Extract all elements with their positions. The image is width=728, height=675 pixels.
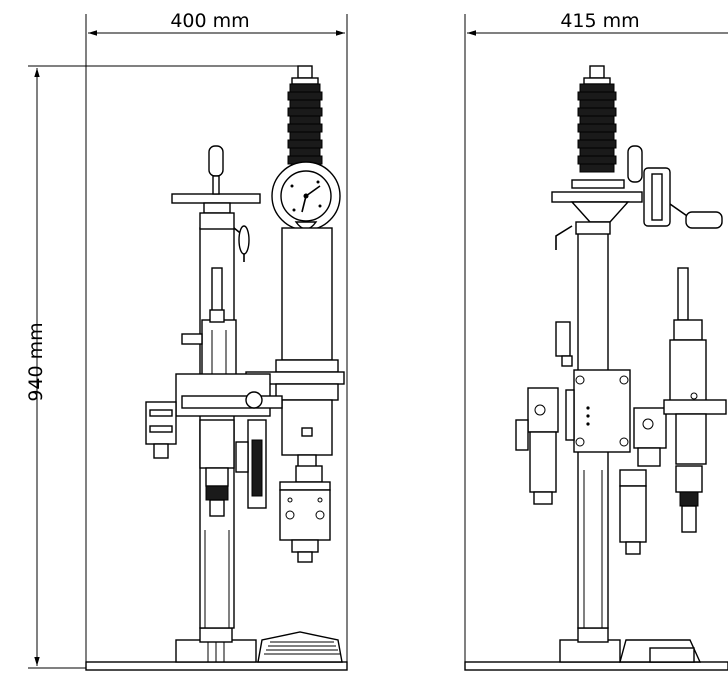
side-width-dimension: 415 mm <box>464 10 728 668</box>
front-air-motor <box>199 419 235 469</box>
side-bellows <box>577 65 617 173</box>
side-valve-block <box>573 369 631 453</box>
front-base-plate <box>85 661 348 671</box>
side-tool-head <box>619 485 647 543</box>
side-crank-knob <box>627 145 643 183</box>
front-cylinder <box>281 227 333 361</box>
side-crank-handle <box>685 211 723 229</box>
front-hand-knob <box>208 145 224 177</box>
side-base-plate <box>464 661 728 671</box>
front-width-dimension: 400 mm <box>85 10 348 668</box>
front-view <box>85 65 348 671</box>
front-handwheel <box>171 193 261 204</box>
side-width-label: 415 mm <box>560 10 639 32</box>
foot-pedal <box>257 631 343 663</box>
front-tool-head <box>279 489 331 541</box>
height-dimension: 940 mm <box>25 65 300 669</box>
front-filter-regulator <box>145 401 177 445</box>
side-handwheel <box>551 191 643 203</box>
front-width-label: 400 mm <box>170 10 249 32</box>
side-filter-regulator <box>527 387 559 433</box>
side-view <box>464 65 728 671</box>
height-label: 940 mm <box>25 322 47 401</box>
side-cylinder <box>669 339 707 403</box>
front-bellows <box>287 65 323 165</box>
